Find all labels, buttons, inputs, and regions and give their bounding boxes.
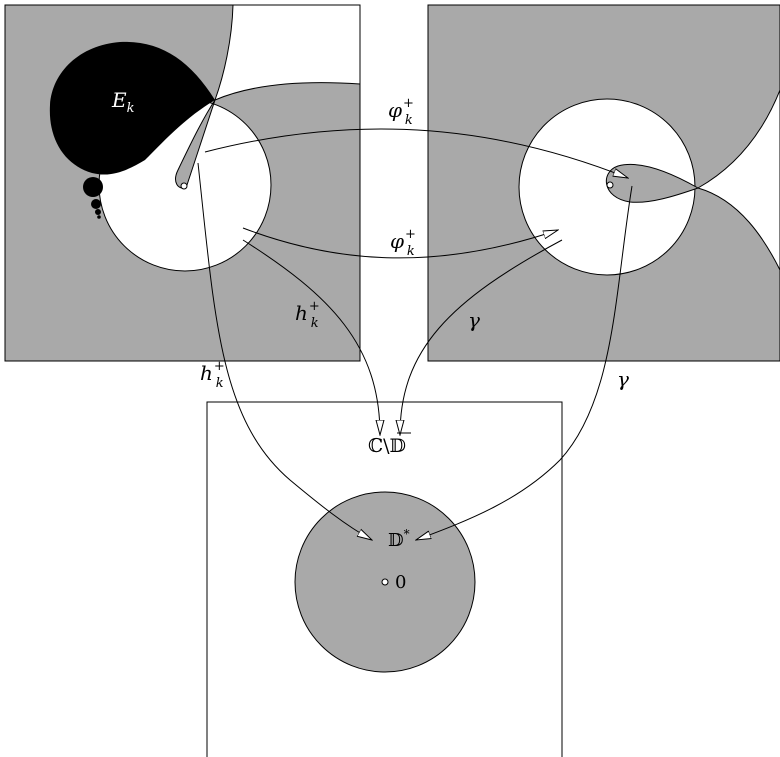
- bottom-panel-frame: [206, 401, 563, 757]
- left-boundary-top: [214, 5, 234, 101]
- arrow-phi-upper: [204, 128, 628, 178]
- arrow-h-inner: [197, 162, 372, 540]
- h-label-inner: h+k: [200, 359, 225, 391]
- ek-label: Ek: [111, 88, 135, 116]
- arrow-gamma-inner: [416, 185, 633, 540]
- right-marker-point: [606, 181, 614, 189]
- right-white-top-region: [698, 90, 780, 270]
- right-boundary-lower: [697, 187, 780, 271]
- mapping-arrows: [197, 128, 633, 540]
- left-panel: Ek: [4, 4, 361, 362]
- origin-label: 0: [395, 572, 406, 593]
- left-panel-frame: [4, 4, 361, 362]
- right-boundary-upper: [697, 89, 780, 189]
- phi-label-upper: φ+k: [388, 96, 414, 128]
- left-bulb-4: [97, 215, 101, 219]
- origin-point: [381, 578, 389, 586]
- left-bulb-3: [95, 209, 101, 215]
- gamma-label-outer: γ: [468, 308, 480, 332]
- complement-disk-label: ℂ\𝔻: [368, 432, 411, 457]
- left-gray-petal: [175, 99, 216, 189]
- left-white-top-region: [215, 5, 360, 100]
- right-panel-frame: [427, 4, 780, 362]
- left-bulb-1: [83, 177, 103, 197]
- arrow-h-outer: [242, 239, 380, 435]
- gamma-label-inner: γ: [617, 367, 629, 391]
- phi-label-lower: φ+k: [390, 227, 416, 259]
- punctured-disk-label: 𝔻*: [388, 527, 410, 551]
- svg-text:ℂ\𝔻: ℂ\𝔻: [368, 435, 406, 457]
- left-boundary-curve: [214, 82, 360, 101]
- arrow-phi-lower: [242, 227, 558, 259]
- arrow-gamma-outer: [400, 239, 563, 435]
- h-label-outer: h+k: [295, 299, 320, 331]
- left-filled-set-ek: [49, 41, 216, 175]
- right-panel: [427, 4, 780, 362]
- left-marker-point: [180, 182, 188, 190]
- left-bulb-2: [91, 199, 101, 209]
